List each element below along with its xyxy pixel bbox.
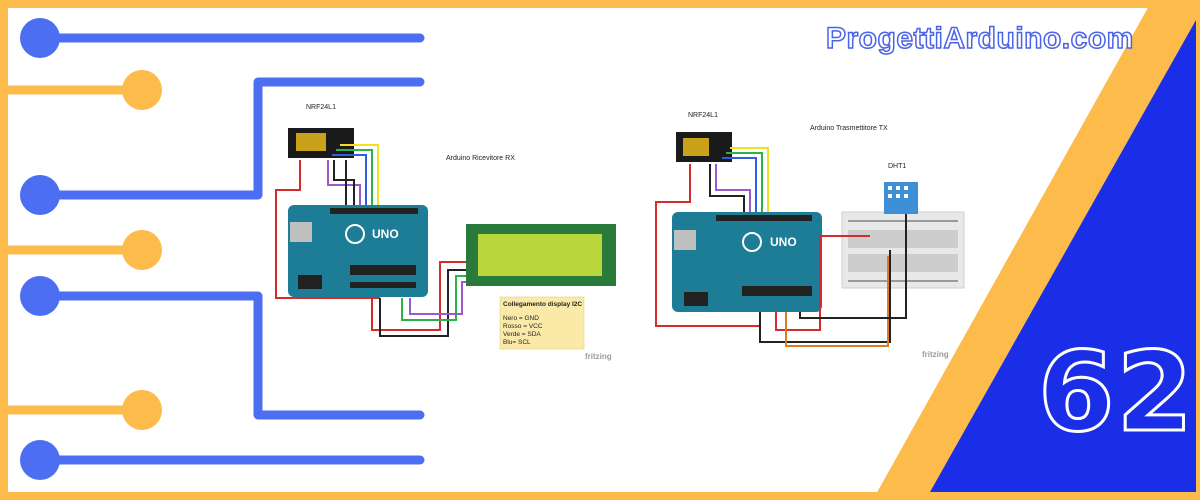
note-title: Collegamento display I2C	[503, 301, 583, 308]
sensor-label: DHT1	[888, 163, 907, 170]
tx-module-label: NRF24L1	[688, 112, 718, 119]
tx-fritzing-watermark: fritzing	[922, 350, 949, 359]
svg-text:UNO: UNO	[372, 227, 399, 241]
receiver-schematic: UNO	[275, 128, 616, 350]
episode-number: 62	[1036, 327, 1196, 458]
tx-board-label: Arduino Trasmettitore TX	[810, 125, 888, 132]
svg-text:UNO: UNO	[770, 235, 797, 249]
connection-note	[499, 296, 585, 350]
blue-triangle	[930, 20, 1196, 492]
note-line-1: Nero = GND	[503, 315, 539, 322]
breadboard	[841, 211, 965, 289]
rx-module-label: NRF24L1	[306, 104, 336, 111]
note-line-4: Blu= SCL	[503, 339, 531, 346]
rx-board-label: Arduino Ricevitore RX	[446, 155, 515, 162]
circuit-decoration	[0, 18, 425, 480]
note-line-2: Rosso = VCC	[503, 323, 543, 330]
transmitter-schematic: UNO	[655, 132, 965, 347]
note-line-3: Verde = SDA	[503, 331, 541, 338]
site-title: ProgettiArduino.com	[825, 21, 1134, 56]
rx-fritzing-watermark: fritzing	[585, 352, 612, 361]
